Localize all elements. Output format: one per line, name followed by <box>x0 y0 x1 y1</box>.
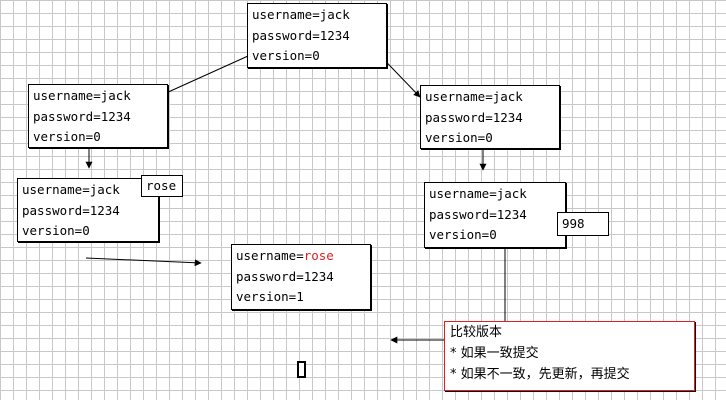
username-key: username= <box>236 248 304 263</box>
username-line: username=jack <box>33 88 131 103</box>
edit-value-left: rose <box>141 175 183 197</box>
record-box-right-edit: username=jack password=1234 version=0 <box>424 182 566 248</box>
username-line: username=jack <box>22 182 120 197</box>
password-line: password=1234 <box>33 108 131 124</box>
version-line: version=1 <box>236 289 304 304</box>
compare-version-box: 比较版本 * 如果一致提交 * 如果不一致，先更新，再提交 <box>444 321 695 391</box>
edit-value-right: 998 <box>557 212 609 236</box>
record-box-top: username=jack password=1234 version=0 <box>247 3 387 68</box>
record-box-left-edit: username=jack password=1234 version=0 <box>17 178 159 242</box>
version-line: version=0 <box>22 223 90 238</box>
version-line: version=0 <box>252 48 320 63</box>
compare-rule-consistent: * 如果一致提交 <box>450 346 539 361</box>
version-line: version=0 <box>425 130 493 145</box>
password-line: password=1234 <box>252 27 350 43</box>
compare-title: 比较版本 <box>450 325 503 340</box>
password-line: password=1234 <box>425 109 523 125</box>
compare-rule-inconsistent: * 如果不一致，先更新，再提交 <box>450 367 630 382</box>
password-line: password=1234 <box>429 206 527 222</box>
selection-handle[interactable] <box>297 361 306 378</box>
arrow-top-to-left <box>154 55 249 99</box>
username-line: username=jack <box>252 7 350 22</box>
record-box-right-read: username=jack password=1234 version=0 <box>420 85 560 149</box>
version-line: version=0 <box>429 227 497 242</box>
username-line: username=rose <box>236 246 366 267</box>
username-line: username=jack <box>429 186 527 201</box>
password-line: password=1234 <box>22 202 120 218</box>
password-line: password=1234 <box>236 268 334 284</box>
username-value-highlight: rose <box>303 248 334 263</box>
version-line: version=0 <box>33 129 101 144</box>
record-box-result: username=rose password=1234 version=1 <box>231 244 371 310</box>
arrow-left-edit-to-result <box>85 257 202 267</box>
record-box-left-read: username=jack password=1234 version=0 <box>28 84 168 148</box>
username-line: username=jack <box>425 89 523 104</box>
